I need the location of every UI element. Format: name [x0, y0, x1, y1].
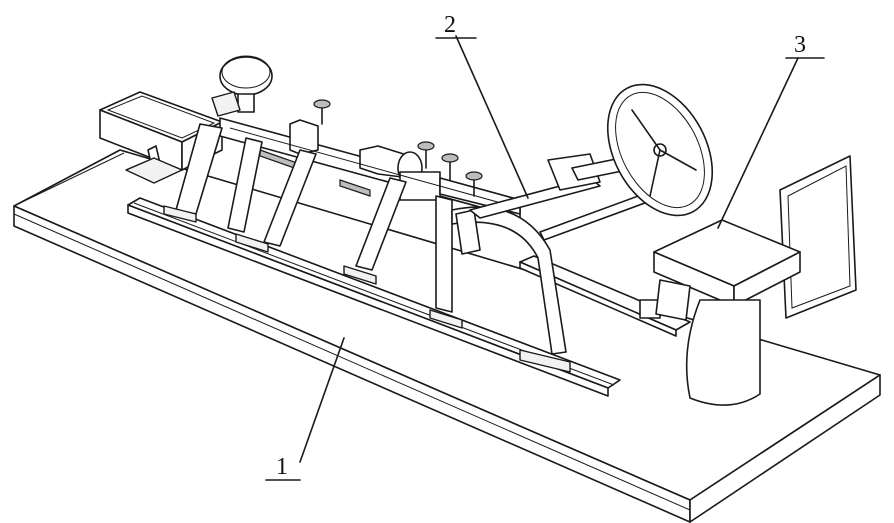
leader-line-1	[299, 337, 345, 463]
steering-wheel	[606, 83, 714, 217]
support-legs	[163, 123, 463, 329]
leader-line-3	[717, 57, 799, 229]
callouts: 1 2 3	[265, 12, 825, 481]
part-label-3: 3	[794, 32, 806, 58]
leader-line-2	[455, 35, 529, 199]
part-label-2: 2	[444, 12, 456, 38]
part-label-1: 1	[276, 454, 288, 480]
seat	[653, 155, 857, 406]
arched-frame	[451, 206, 571, 373]
barrel-assembly	[219, 117, 521, 219]
clamp-screws	[313, 99, 483, 197]
pressure-gauge	[211, 55, 273, 117]
